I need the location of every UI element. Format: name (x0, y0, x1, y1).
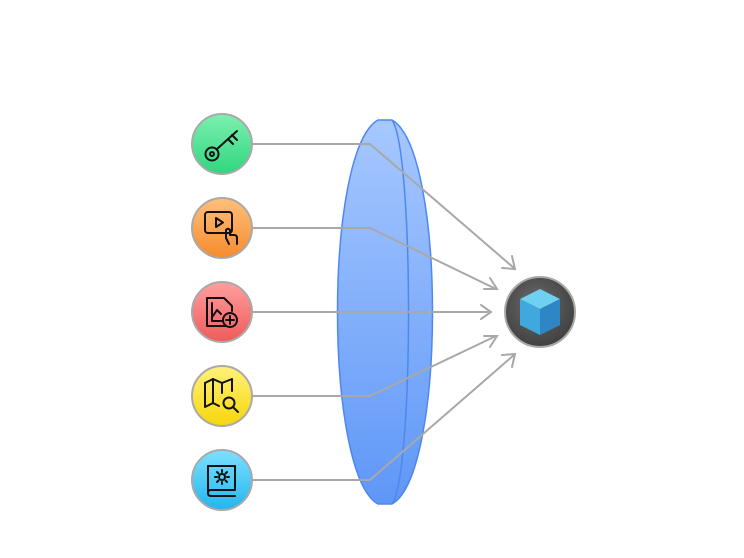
arrowheads (480, 255, 517, 368)
settings-book-icon (207, 465, 236, 497)
connector-line (252, 227, 497, 290)
arrowhead (501, 352, 517, 368)
source-node-circle (191, 197, 253, 259)
arrowhead (483, 277, 499, 290)
video-touch-icon (204, 211, 238, 245)
key-icon (204, 130, 238, 162)
connector-line (252, 354, 515, 481)
cube-icon (520, 289, 560, 335)
target-node (504, 276, 576, 348)
arrowhead (483, 335, 499, 348)
connector-line (252, 143, 515, 269)
source-node-key (191, 113, 253, 175)
arrowhead (501, 255, 517, 271)
source-node-circle (191, 281, 253, 343)
source-node-chart (191, 281, 253, 343)
source-node-book (191, 449, 253, 511)
source-node-map (191, 365, 253, 427)
map-search-icon (204, 378, 239, 413)
arrowhead (480, 304, 493, 320)
source-node-circle (191, 365, 253, 427)
connectors (252, 143, 515, 481)
source-node-video (191, 197, 253, 259)
chart-add-icon (206, 297, 238, 328)
connector-line (252, 335, 497, 397)
